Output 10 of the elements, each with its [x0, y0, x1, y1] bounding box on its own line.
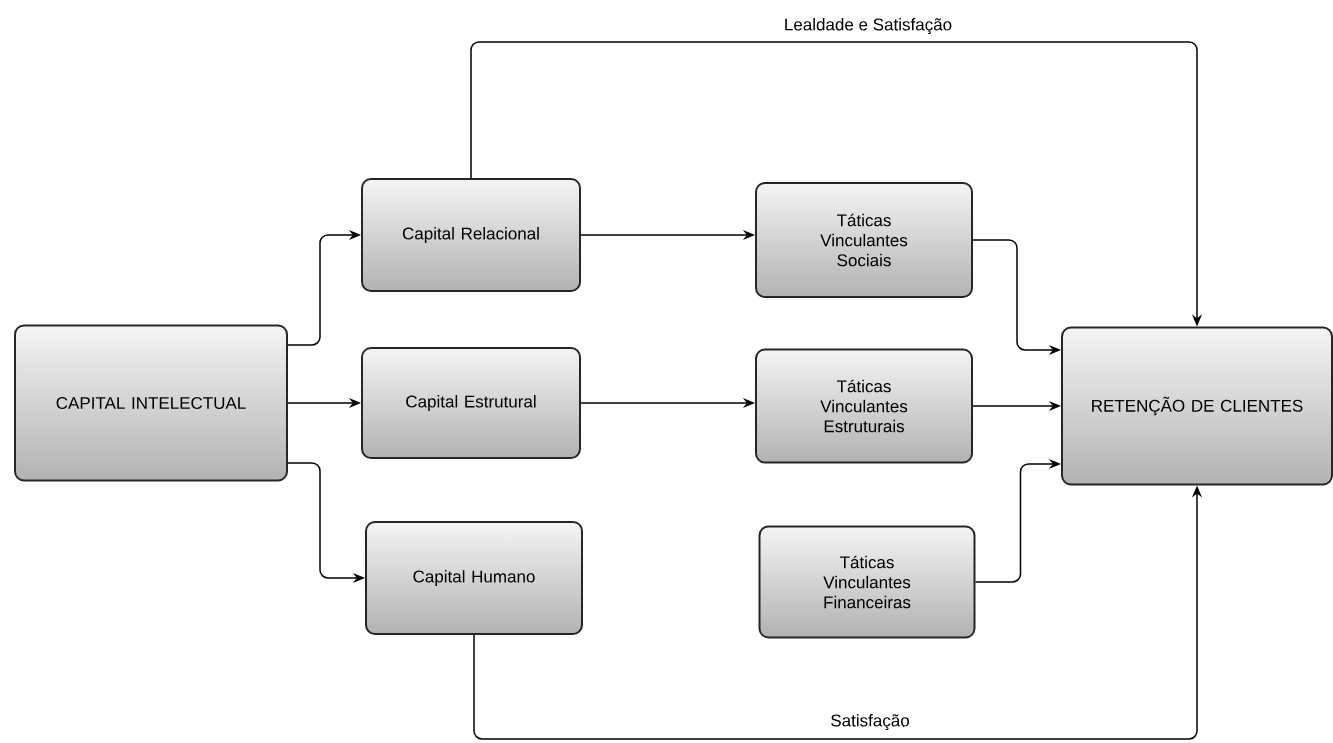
process-box: Capital Humano [365, 521, 583, 635]
edge-label: Lealdade e Satisfação [781, 16, 955, 36]
process-box: Táticas Vinculantes Financeiras [758, 525, 976, 639]
process-box: Capital Estrutural [361, 347, 581, 459]
edge-label: Satisfação [828, 712, 912, 732]
process-box: RETENÇÃO DE CLIENTES [1061, 326, 1333, 486]
process-box: CAPITAL INTELECTUAL [14, 324, 288, 482]
process-box: Capital Relacional [361, 178, 581, 292]
process-box: Táticas Vinculantes Estruturais [755, 348, 973, 464]
process-box: Táticas Vinculantes Sociais [755, 182, 973, 298]
